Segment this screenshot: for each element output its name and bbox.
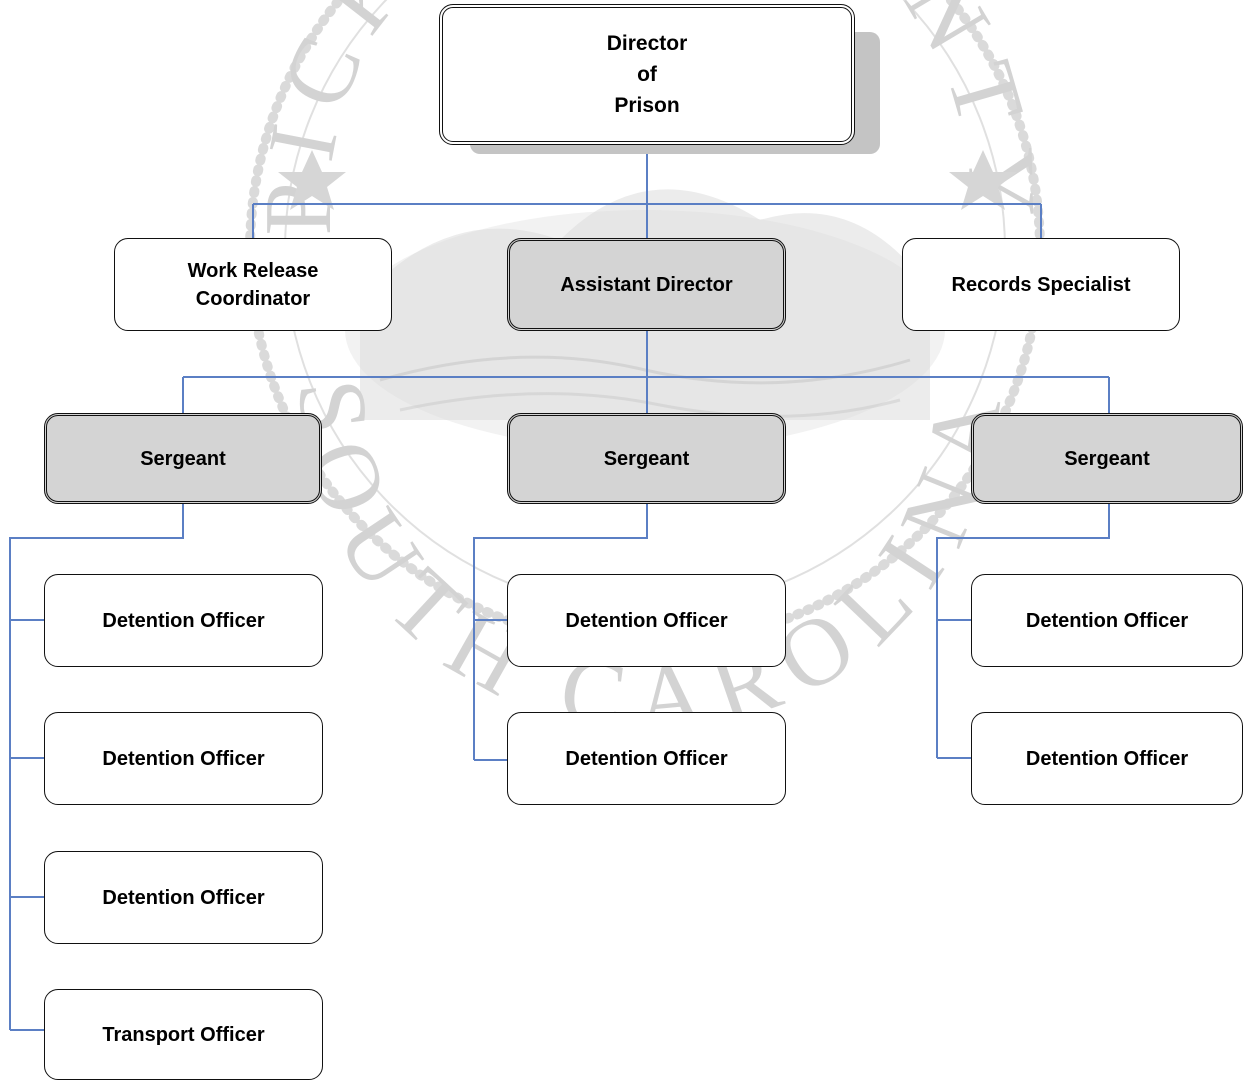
officer-label: Transport Officer xyxy=(102,1023,265,1046)
work-release-label: Work Release Coordinator xyxy=(187,259,319,310)
left-officer-box: Detention Officer xyxy=(44,851,323,944)
officer-label: Detention Officer xyxy=(565,609,728,632)
star-icon xyxy=(278,150,346,210)
officer-label: Detention Officer xyxy=(102,886,265,909)
right-officer-box: Detention Officer xyxy=(971,574,1243,667)
officer-label: Detention Officer xyxy=(1025,609,1189,632)
left-officer-box: Detention Officer xyxy=(44,574,323,667)
transport-officer-box: Transport Officer xyxy=(44,989,323,1080)
sergeant-right-box: Sergeant xyxy=(971,413,1243,504)
director-label: Director of Prison xyxy=(606,32,688,117)
sergeant-middle-label: Sergeant xyxy=(603,447,690,470)
work-release-coordinator-box: Work Release Coordinator xyxy=(114,238,392,331)
middle-officer-box: Detention Officer xyxy=(507,574,786,667)
records-specialist-label: Records Specialist xyxy=(951,273,1131,296)
records-specialist-box: Records Specialist xyxy=(902,238,1180,331)
middle-officer-box: Detention Officer xyxy=(507,712,786,805)
sergeant-right-label: Sergeant xyxy=(1064,447,1150,470)
assistant-director-label: Assistant Director xyxy=(560,273,733,296)
sergeant-middle-box: Sergeant xyxy=(507,413,786,504)
right-officer-box: Detention Officer xyxy=(971,712,1243,805)
connector-lines xyxy=(9,144,1110,1031)
director-of-prison-box: Director of Prison xyxy=(439,4,855,145)
left-officer-box: Detention Officer xyxy=(44,712,323,805)
sergeant-left-box: Sergeant xyxy=(44,413,322,504)
star-icon xyxy=(949,150,1017,210)
officer-label: Detention Officer xyxy=(102,609,265,632)
officer-label: Detention Officer xyxy=(1025,747,1189,770)
sergeant-left-label: Sergeant xyxy=(140,447,226,470)
assistant-director-box: Assistant Director xyxy=(507,238,786,331)
officer-label: Detention Officer xyxy=(565,747,728,770)
officer-label: Detention Officer xyxy=(102,747,265,770)
